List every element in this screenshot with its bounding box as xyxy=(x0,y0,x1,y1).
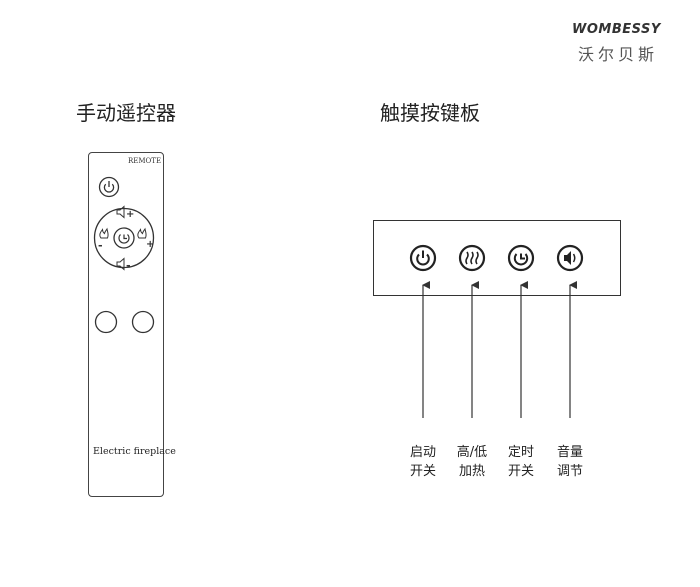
remote-title: 手动遥控器 xyxy=(76,101,176,125)
remote-top-label: REMOTE xyxy=(128,157,162,165)
speaker-icon xyxy=(564,251,576,265)
timer-icon xyxy=(118,234,130,244)
touch-heat-button[interactable] xyxy=(458,244,486,272)
label-heat-line1: 高/低 xyxy=(456,445,488,460)
flame-minus-sign: - xyxy=(98,239,103,252)
label-power: 启动 开关 xyxy=(401,443,445,481)
touch-power-button[interactable] xyxy=(409,244,437,272)
remote-power-button[interactable] xyxy=(98,176,120,198)
label-timer-line1: 定时 xyxy=(507,445,534,460)
power-icon xyxy=(416,250,430,266)
remote-control-body xyxy=(88,152,164,497)
label-heat-line2: 加热 xyxy=(458,464,485,479)
remote-round-button-left[interactable] xyxy=(94,310,118,334)
brand-logo-en: WOMBESSY xyxy=(572,22,661,37)
remote-flame-up-button[interactable]: + xyxy=(137,227,155,250)
label-volume: 音量 调节 xyxy=(548,443,592,481)
touch-volume-button[interactable] xyxy=(556,244,584,272)
speaker-icon xyxy=(116,257,125,271)
remote-volume-up-button[interactable]: + xyxy=(116,205,134,221)
heat-icon xyxy=(465,251,479,265)
remote-bottom-label: Electric fireplace xyxy=(93,446,176,457)
label-volume-line2: 调节 xyxy=(556,464,583,479)
touch-panel xyxy=(373,220,621,296)
label-heat: 高/低 加热 xyxy=(450,443,494,481)
touch-panel-title: 触摸按键板 xyxy=(380,101,480,125)
volume-minus-sign: - xyxy=(126,259,131,272)
label-power-line2: 开关 xyxy=(409,464,436,479)
remote-volume-down-button[interactable]: - xyxy=(116,257,131,273)
remote-flame-down-button[interactable]: - xyxy=(98,227,109,252)
flame-plus-sign: + xyxy=(146,239,154,250)
power-icon xyxy=(103,181,115,193)
touch-timer-button[interactable] xyxy=(507,244,535,272)
speaker-icon xyxy=(116,205,125,219)
remote-timer-button[interactable] xyxy=(113,227,135,249)
brand-logo-cn: 沃尔贝斯 xyxy=(578,45,659,64)
label-timer: 定时 开关 xyxy=(499,443,543,481)
label-volume-line1: 音量 xyxy=(556,445,583,460)
label-timer-line2: 开关 xyxy=(507,464,534,479)
flame-icon xyxy=(99,227,109,239)
remote-round-button-right[interactable] xyxy=(131,310,155,334)
timer-icon xyxy=(513,253,529,266)
label-power-line1: 启动 xyxy=(409,445,436,460)
flame-icon xyxy=(137,227,147,239)
volume-plus-sign: + xyxy=(126,209,134,220)
